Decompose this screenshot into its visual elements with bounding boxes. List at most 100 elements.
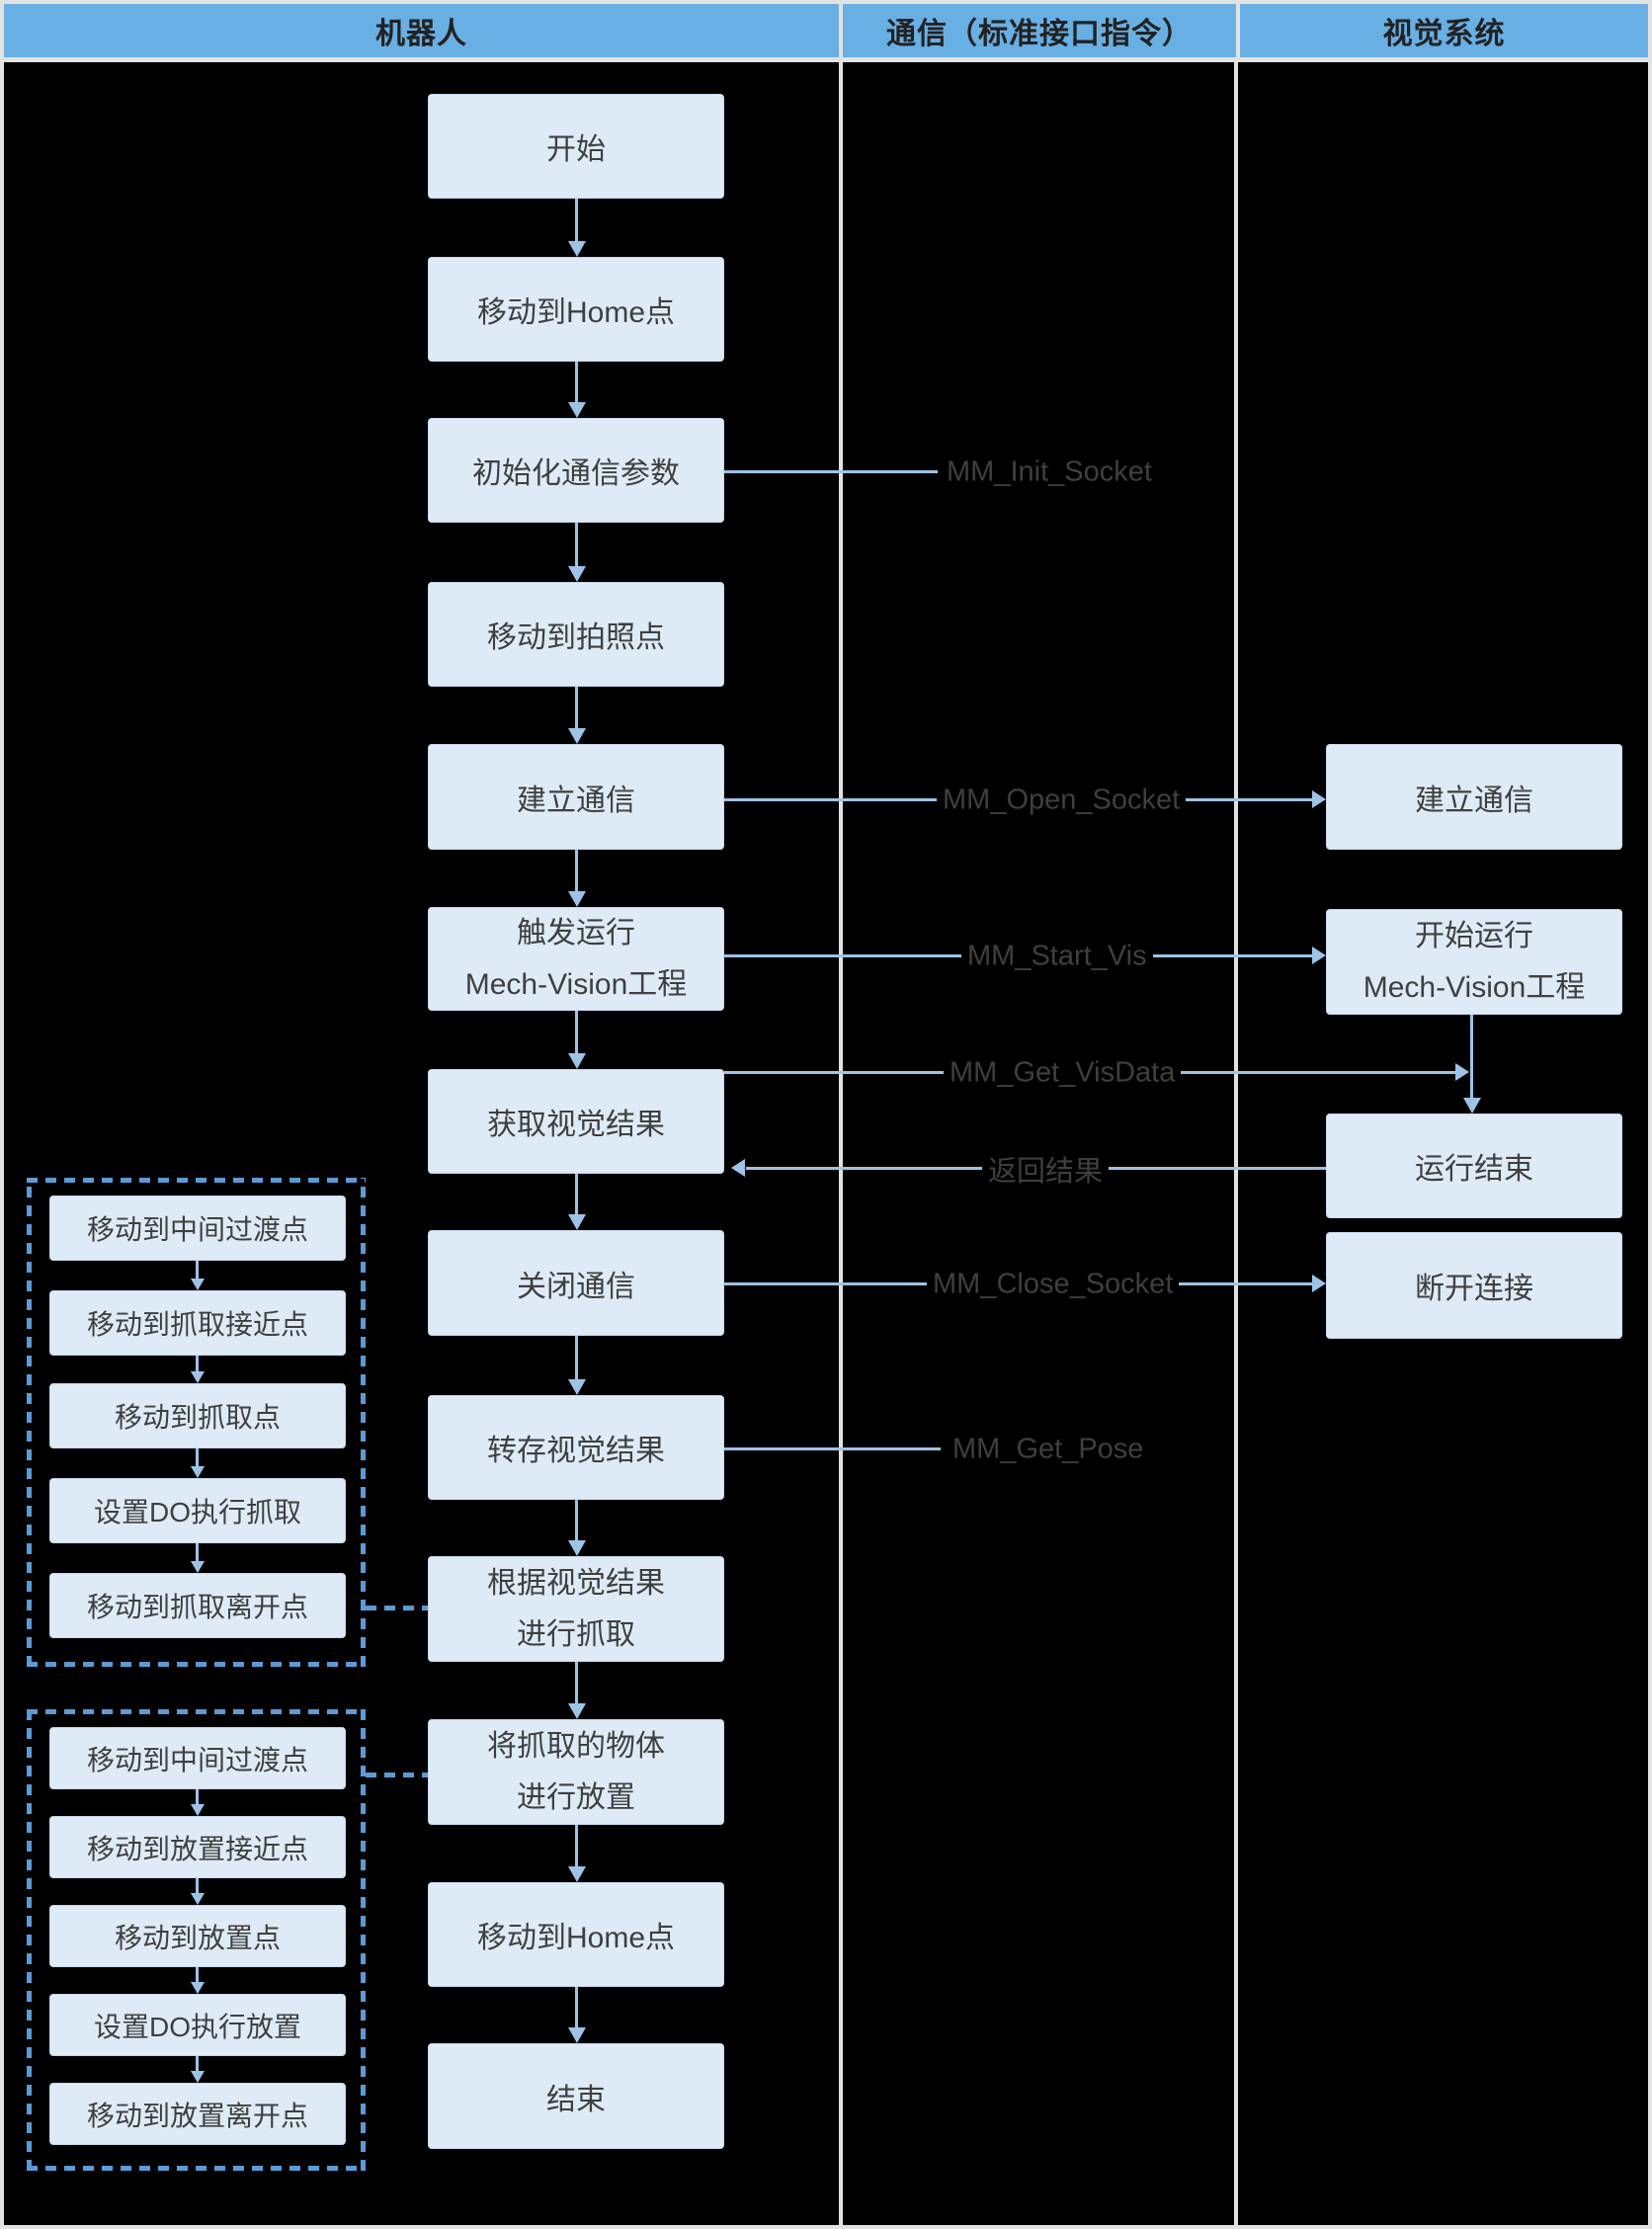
node-establish-comm: 建立通信 <box>428 744 724 850</box>
flow-arrow-down <box>575 199 578 241</box>
arrowhead-right-icon <box>1312 947 1326 964</box>
node-place-line2: 进行放置 <box>517 1780 635 1814</box>
node-vision-establish-comm-label: 建立通信 <box>1415 784 1533 817</box>
pick-flow-arrow-down <box>196 1261 199 1279</box>
node-move-home-end: 移动到Home点 <box>428 1882 724 1987</box>
node-place-step5: 移动到放置离开点 <box>49 2083 346 2145</box>
node-vision-disconnect: 断开连接 <box>1326 1232 1622 1339</box>
connector-get-pose <box>724 1447 941 1450</box>
node-get-vision-result: 获取视觉结果 <box>428 1069 724 1174</box>
node-store-vision-result-label: 转存视觉结果 <box>487 1435 665 1467</box>
node-vision-run-finished: 运行结束 <box>1326 1114 1622 1218</box>
node-vision-start-run: 开始运行 Mech-Vision工程 <box>1326 909 1622 1015</box>
flow-arrow-down <box>575 1174 578 1214</box>
pick-group-connector <box>366 1606 428 1610</box>
node-pick-line2: 进行抓取 <box>517 1617 635 1651</box>
node-end-label: 结束 <box>546 2083 606 2116</box>
cmd-label-return-result: 返回结果 <box>981 1148 1110 1190</box>
place-flow-arrow-down <box>196 1967 199 1982</box>
cmd-label-init-socket: MM_Init_Socket <box>941 455 1158 489</box>
node-move-home: 移动到Home点 <box>428 257 724 362</box>
node-end: 结束 <box>428 2043 724 2149</box>
node-init-comm-params: 初始化通信参数 <box>428 418 724 523</box>
node-establish-comm-label: 建立通信 <box>517 784 635 817</box>
node-pick-step3: 移动到抓取点 <box>49 1383 346 1448</box>
arrowhead-right-icon <box>1312 790 1326 808</box>
swimlane-divider-1 <box>839 62 843 2225</box>
node-move-home-end-label: 移动到Home点 <box>476 1922 676 1954</box>
node-store-vision-result: 转存视觉结果 <box>428 1395 724 1500</box>
node-place-step5-label: 移动到放置离开点 <box>86 2100 308 2131</box>
node-pick-step1-label: 移动到中间过渡点 <box>86 1214 308 1245</box>
arrowhead-left-icon <box>731 1159 745 1177</box>
node-trigger-line1: 触发运行 <box>517 916 635 949</box>
flow-arrow-down <box>575 687 578 728</box>
pick-flow-arrow-down <box>196 1543 199 1561</box>
swimlane-header-vision: 视觉系统 <box>1240 4 1648 57</box>
node-pick-by-vision: 根据视觉结果 进行抓取 <box>428 1556 724 1662</box>
node-pick-step1: 移动到中间过渡点 <box>49 1196 346 1261</box>
node-pick-step2: 移动到抓取接近点 <box>49 1290 346 1356</box>
pick-flow-arrow-down <box>196 1356 199 1371</box>
flow-arrow-down <box>575 1987 578 2027</box>
node-place-step4-label: 设置DO执行放置 <box>93 2011 301 2042</box>
node-init-comm-params-label: 初始化通信参数 <box>472 457 680 490</box>
node-close-comm-label: 关闭通信 <box>517 1270 635 1303</box>
arrowhead-right-icon <box>1312 1275 1326 1292</box>
node-vision-disconnect-label: 断开连接 <box>1415 1273 1533 1305</box>
node-pick-step4: 设置DO执行抓取 <box>49 1478 346 1543</box>
swimlane-header-communication: 通信（标准接口指令） <box>843 4 1236 57</box>
swimlane-header-robot: 机器人 <box>4 4 839 57</box>
place-flow-arrow-down <box>196 2056 199 2071</box>
node-pick-step5-label: 移动到抓取离开点 <box>86 1592 308 1622</box>
place-group-connector <box>366 1773 428 1777</box>
node-start-label: 开始 <box>546 133 606 166</box>
node-place-object: 将抓取的物体 进行放置 <box>428 1719 724 1825</box>
place-flow-arrow-down <box>196 1878 199 1893</box>
node-trigger-mech-vision: 触发运行 Mech-Vision工程 <box>428 907 724 1011</box>
node-start: 开始 <box>428 94 724 199</box>
swimlane-header: 机器人 通信（标准接口指令） 视觉系统 <box>4 4 1648 62</box>
node-place-step2: 移动到放置接近点 <box>49 1816 346 1878</box>
arrowhead-right-icon <box>1455 1063 1469 1081</box>
node-move-home-label: 移动到Home点 <box>476 296 676 329</box>
swimlane-title-robot: 机器人 <box>375 18 467 50</box>
node-pick-step4-label: 设置DO执行抓取 <box>93 1497 301 1527</box>
node-pick-step5: 移动到抓取离开点 <box>49 1573 346 1638</box>
swimlane-title-communication: 通信（标准接口指令） <box>886 18 1193 50</box>
cmd-label-get-pose: MM_Get_Pose <box>947 1433 1150 1466</box>
connector-init-socket <box>724 470 938 473</box>
flow-arrow-down <box>575 1011 578 1053</box>
node-place-step3: 移动到放置点 <box>49 1905 346 1967</box>
flow-arrow-down <box>575 1662 578 1703</box>
swimlane-divider-2 <box>1234 62 1238 2225</box>
node-place-step2-label: 移动到放置接近点 <box>86 1833 308 1864</box>
pick-flow-arrow-down <box>196 1448 199 1466</box>
swimlane-title-vision: 视觉系统 <box>1382 18 1506 50</box>
cmd-label-open-socket: MM_Open_Socket <box>937 784 1187 817</box>
flow-arrow-down <box>575 523 578 566</box>
node-vision-run-finished-label: 运行结束 <box>1415 1153 1533 1186</box>
flow-arrow-down <box>575 1336 578 1379</box>
flow-arrow-down <box>575 850 578 891</box>
node-pick-line1: 根据视觉结果 <box>487 1566 665 1600</box>
node-place-step4: 设置DO执行放置 <box>49 1994 346 2056</box>
node-place-step3-label: 移动到放置点 <box>114 1922 281 1953</box>
node-vision-start-line1: 开始运行 <box>1415 919 1533 952</box>
vision-flow-arrow-down <box>1470 1015 1473 1098</box>
place-flow-arrow-down <box>196 1789 199 1804</box>
cmd-label-get-visdata: MM_Get_VisData <box>944 1056 1182 1090</box>
node-get-vision-result-label: 获取视觉结果 <box>487 1109 665 1141</box>
node-vision-start-line2: Mech-Vision工程 <box>1363 970 1586 1004</box>
node-close-comm: 关闭通信 <box>428 1230 724 1336</box>
cmd-label-start-vis: MM_Start_Vis <box>961 940 1153 973</box>
node-move-capture-point-label: 移动到拍照点 <box>487 621 665 654</box>
node-move-capture-point: 移动到拍照点 <box>428 582 724 687</box>
flow-arrow-down <box>575 362 578 402</box>
cmd-label-close-socket: MM_Close_Socket <box>927 1268 1180 1301</box>
node-vision-establish-comm: 建立通信 <box>1326 744 1622 850</box>
node-pick-step3-label: 移动到抓取点 <box>114 1402 281 1433</box>
node-pick-step2-label: 移动到抓取接近点 <box>86 1309 308 1340</box>
node-place-step1: 移动到中间过渡点 <box>49 1727 346 1789</box>
